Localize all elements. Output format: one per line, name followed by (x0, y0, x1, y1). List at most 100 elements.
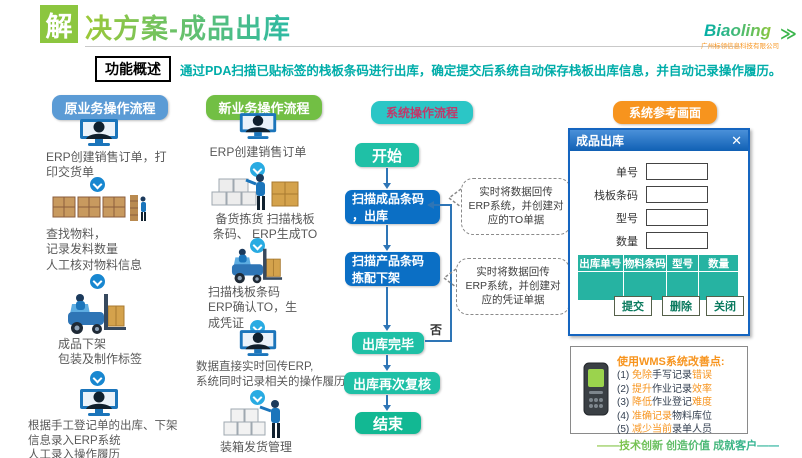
computer-user-icon (80, 119, 118, 146)
window-title: 成品出库 (576, 134, 625, 148)
overview-label: 功能概述 (95, 56, 171, 82)
packing-boxes-icon (223, 400, 280, 438)
down-arrow-icon (90, 274, 105, 289)
item-highlight: 效率 (692, 383, 712, 395)
arrowhead-icon (383, 183, 391, 189)
column-label-original-process: 原业务操作流程 (52, 95, 168, 120)
step-text: 备货拣货 扫描栈板 条码、 ERP生成TO (212, 212, 318, 242)
company-name: 广州标领信息科技有限公司 (701, 43, 779, 50)
delete-button[interactable]: 删除 (662, 296, 700, 316)
step-text: ERP创建销售订单，打印交货单 (46, 150, 167, 180)
item-text: 物料库位 (672, 410, 712, 422)
arrowhead-icon (427, 201, 434, 209)
order-number-label: 单号 (616, 166, 638, 179)
flow-end: 结束 (355, 412, 421, 434)
step-text: 根据手工登记单的出库、下架 信息录入ERP系统 人工录入操作履历 (28, 420, 178, 458)
step-text: 扫描栈板条码 ERP确认TO，生 成凭证 (208, 285, 298, 330)
column-label-new-process: 新业务操作流程 (206, 95, 322, 120)
computer-user-icon (80, 389, 118, 416)
item-number: (3) (617, 397, 632, 408)
pallet-barcode-label: 栈板条码 (594, 189, 638, 202)
flow-no-connector (434, 204, 451, 206)
down-arrow-icon (90, 371, 105, 386)
item-number: (1) (617, 370, 632, 381)
improvements-title: 使用WMS系统改善点: (617, 356, 725, 368)
step-text: 成品下架 包装及制作标签 (58, 337, 143, 367)
step-text: ERP创建销售订单 (209, 145, 307, 159)
column-label-system-flow: 系统操作流程 (371, 101, 473, 124)
item-highlight: 错误 (692, 370, 712, 381)
improvement-item: (3) 降低作业登记难度 (617, 396, 743, 410)
title-badge: 解 (40, 5, 78, 43)
step-text: 装箱发货管理 (219, 440, 292, 454)
table-header-row: 出库单号 物料条码 型号 数量 (577, 254, 739, 272)
arrowhead-icon (383, 405, 391, 411)
column-label-reference-screen: 系统参考画面 (613, 101, 717, 124)
forklift-icon (231, 248, 283, 284)
improvement-item: (1) 免除手写记录错误 (617, 369, 743, 383)
title-divider (85, 46, 740, 47)
arrowhead-icon (383, 245, 391, 251)
flow-connector (386, 395, 388, 405)
outbound-table: 出库单号 物料条码 型号 数量 (577, 254, 739, 301)
item-text: 作业记录 (652, 383, 692, 395)
table-cell[interactable] (577, 271, 624, 301)
picking-boxes-icon (211, 174, 299, 210)
item-number: (5) (617, 424, 632, 435)
callout-tail (448, 188, 462, 208)
forklift-icon (68, 294, 126, 334)
submit-button[interactable]: 提交 (614, 296, 652, 316)
model-label: 型号 (616, 212, 638, 225)
wms-improvements-box: 使用WMS系统改善点: (1) 免除手写记录错误 (2) 提升作业记录效率 (3… (570, 346, 748, 437)
arrowhead-icon (383, 365, 391, 371)
order-number-input[interactable] (646, 163, 708, 180)
reference-window: 成品出库 ✕ 单号 栈板条码 型号 数量 出库单号 物料条码 型号 数量 (568, 128, 750, 336)
item-text: 录单人员 (672, 424, 712, 435)
down-arrow-icon (90, 177, 105, 192)
callout-realtime-to: 实时将数据回传 ERP系统，并创建对 应的TO单据 (461, 178, 571, 235)
model-input[interactable] (646, 209, 708, 226)
window-titlebar: 成品出库 ✕ (570, 130, 748, 151)
flow-no-connector (425, 340, 452, 342)
item-highlight: 免除 (632, 370, 652, 381)
flow-scan-pick-offshelf: 扫描产品条码 拣配下架 (345, 252, 440, 286)
close-button[interactable]: 关闭 (706, 296, 744, 316)
chevrons-icon: ≫ (780, 26, 797, 43)
quantity-input[interactable] (646, 232, 708, 249)
close-icon[interactable]: ✕ (731, 132, 742, 148)
down-arrow-icon (250, 162, 265, 177)
flow-connector (386, 168, 388, 183)
step-text: 查找物料， 记录发料数量 人工核对物料信息 (46, 227, 143, 272)
item-text: 作业登记 (652, 397, 692, 408)
improvement-item: (2) 提升作业记录效率 (617, 383, 743, 397)
computer-user-icon (239, 330, 277, 356)
improvement-item: (5) 减少当前录单人员 (617, 423, 743, 437)
item-highlight: 准确记录 (632, 410, 672, 422)
step-text: 数据直接实时回传ERP, 系统同时记录相关的操作履历 (196, 361, 346, 388)
flow-connector (386, 225, 388, 245)
overview-text: 通过PDA扫描已贴标签的栈板条码进行出库，确定提交后系统自动保存栈板出库信息，并… (180, 64, 782, 78)
item-number: (4) (617, 410, 632, 422)
item-highlight: 难度 (692, 397, 712, 408)
flow-connector (386, 355, 388, 365)
callout-realtime-voucher: 实时将数据回传 ERP系统，并创建对 应的凭证单据 (456, 258, 570, 315)
item-highlight: 提升 (632, 383, 652, 395)
col-outbound-order-no: 出库单号 (577, 254, 624, 272)
item-number: (2) (617, 383, 632, 395)
pda-device-icon (583, 362, 609, 416)
computer-user-icon (239, 113, 277, 139)
item-highlight: 减少当前 (632, 424, 672, 435)
col-material-barcode: 物料条码 (622, 254, 668, 272)
col-quantity: 数量 (698, 254, 739, 272)
biaoling-logo: Biaoling (704, 21, 772, 40)
pallet-barcode-input[interactable] (646, 186, 708, 203)
no-branch-label: 否 (430, 323, 443, 337)
footer-motto: ——技术创新 创造价值 成就客户—— (597, 437, 779, 453)
warehouse-shelf-icon (52, 195, 146, 221)
item-text: 手写记录 (652, 370, 692, 381)
flow-outbound-complete: 出库完毕 (352, 332, 424, 354)
table-row[interactable] (577, 271, 739, 301)
down-arrow-icon (250, 238, 265, 253)
flow-scan-product-outbound: 扫描成品条码 ，出库 (345, 190, 440, 224)
